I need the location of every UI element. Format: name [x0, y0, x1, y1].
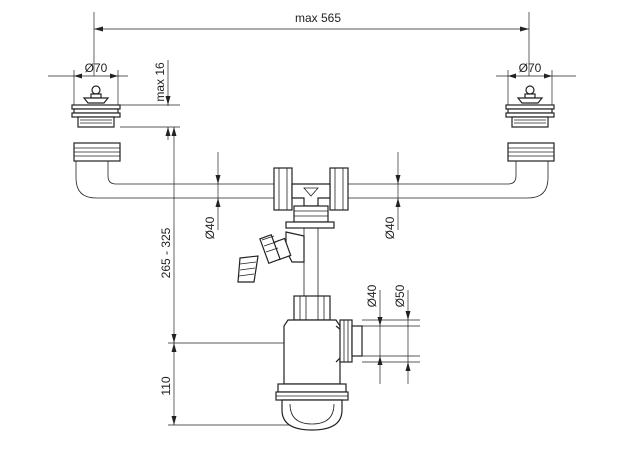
right-strainer: Ø70 — [496, 61, 576, 162]
left-vertical-dimensions: max 16 265 - 325 110 — [120, 60, 340, 426]
right-strainer-diameter-label: Ø70 — [519, 61, 542, 75]
right-pipe-diameter-label: Ø40 — [383, 216, 397, 239]
left-strainer: Ø70 — [48, 61, 128, 162]
left-strainer-diameter-label: Ø70 — [85, 61, 108, 75]
max-width-label: max 565 — [295, 11, 341, 25]
pipe-diameter-dimensions: Ø40 Ø40 — [203, 152, 401, 239]
bottle-trap — [275, 319, 363, 431]
horizontal-pipe — [75, 161, 549, 211]
central-riser — [285, 205, 335, 321]
left-pipe-diameter-label: Ø40 — [203, 216, 217, 239]
max-width-dimension: max 565 — [93, 11, 530, 76]
appliance-hose-connector — [237, 231, 305, 283]
height-range-label: 265 - 325 — [159, 227, 173, 278]
overflow-height-label: max 16 — [153, 62, 167, 102]
trap-outlet-50-label: Ø50 — [393, 284, 407, 307]
trap-height-label: 110 — [159, 376, 173, 395]
trap-outlet-dimensions: Ø40 Ø50 — [362, 284, 420, 384]
trap-outlet-40-label: Ø40 — [365, 284, 379, 307]
